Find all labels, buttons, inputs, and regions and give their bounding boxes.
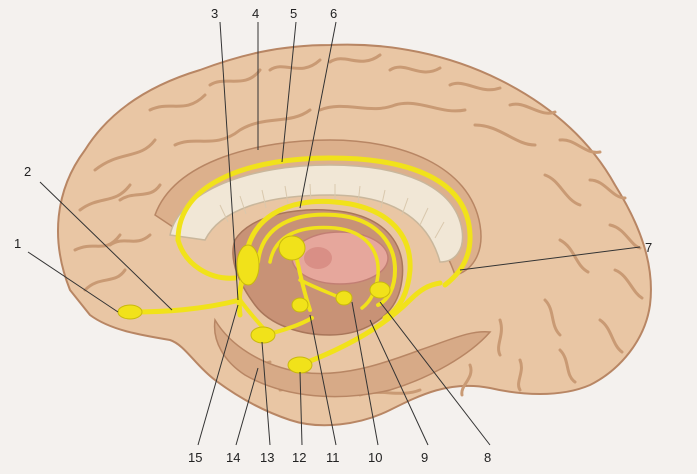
leader-7 xyxy=(459,246,641,271)
label-3: 3 xyxy=(211,6,218,21)
label-11: 11 xyxy=(326,450,340,465)
corpus-callosum xyxy=(169,164,464,263)
leader-13 xyxy=(261,341,271,446)
label-7: 7 xyxy=(645,240,652,255)
leader-5 xyxy=(281,21,297,163)
label-2: 2 xyxy=(24,164,31,179)
limbic-nuclei xyxy=(117,235,391,374)
leader-9 xyxy=(369,319,429,446)
septal-tract xyxy=(175,237,238,281)
limbic-pathways xyxy=(127,155,473,368)
amygdala xyxy=(287,356,313,374)
label-9: 9 xyxy=(421,450,428,465)
fornix-outer xyxy=(242,198,413,321)
fornix-inner xyxy=(256,212,397,307)
gyri-folds xyxy=(73,53,644,397)
mammillary-body xyxy=(335,290,353,306)
leader-14 xyxy=(235,367,259,446)
thalamus-nucleus xyxy=(304,247,332,269)
olfactory-tubercle xyxy=(250,326,276,344)
callosum-striations xyxy=(219,183,445,239)
labels: 1 2 3 4 5 6 7 8 9 10 11 12 13 14 15 xyxy=(14,6,652,465)
label-12: 12 xyxy=(292,450,306,465)
label-6: 6 xyxy=(330,6,337,21)
label-14: 14 xyxy=(226,450,240,465)
label-10: 10 xyxy=(368,450,382,465)
leader-12 xyxy=(299,371,303,446)
leader-lines xyxy=(27,21,641,446)
septal-nucleus xyxy=(236,244,260,286)
interpeduncular-nucleus xyxy=(369,281,391,299)
leader-8 xyxy=(379,301,491,446)
leader-15 xyxy=(197,304,239,446)
leader-1 xyxy=(27,251,119,313)
olfactory-bulb xyxy=(117,304,143,320)
label-4: 4 xyxy=(252,6,259,21)
leader-3 xyxy=(219,21,239,301)
leader-2 xyxy=(39,181,173,311)
label-15: 15 xyxy=(188,450,202,465)
leader-11 xyxy=(309,314,337,446)
leader-6 xyxy=(299,21,337,209)
cingulum-bundle xyxy=(175,155,473,288)
label-1: 1 xyxy=(14,236,21,251)
leader-10 xyxy=(351,301,379,446)
label-13: 13 xyxy=(260,450,274,465)
habenula xyxy=(291,297,309,313)
anterior-thalamic-nucleus xyxy=(278,235,306,261)
label-5: 5 xyxy=(290,6,297,21)
label-8: 8 xyxy=(484,450,491,465)
hippocampal-tract xyxy=(297,280,443,368)
